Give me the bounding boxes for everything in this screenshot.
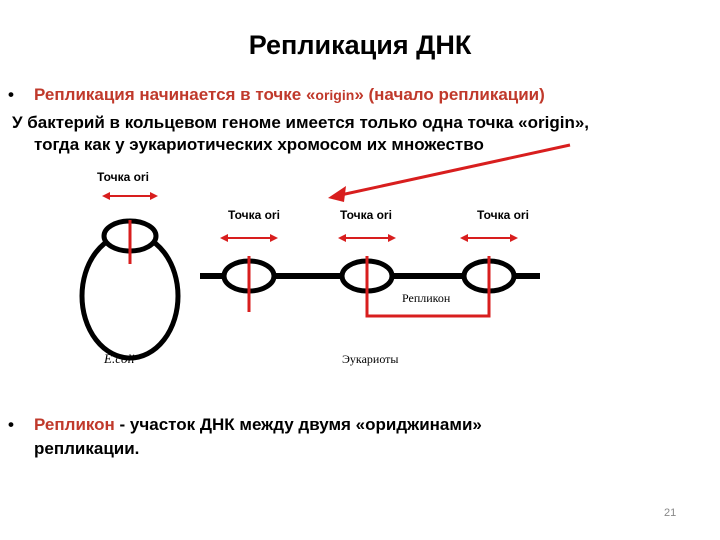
ori-label-3: Точка ori	[477, 208, 529, 222]
pointer-arrow	[328, 143, 571, 202]
bullet-replicon-text: Репликон - участок ДНК между двумя «орид…	[34, 414, 482, 436]
eukaryote-chromosome: Репликон Точка ori Точка ori Точка ori Э…	[200, 208, 540, 366]
ori-arrow	[460, 234, 518, 242]
ori-label-1: Точка ori	[228, 208, 280, 222]
ori-label-ecoli: Точка ori	[97, 170, 149, 184]
bullet-origin-red-text: Репликация начинается в точке «	[34, 85, 316, 104]
bullet-origin-text: Репликация начинается в точке «origin» (…	[34, 84, 545, 106]
paragraph-line-2: тогда как у эукариотических хромосом их …	[34, 135, 484, 154]
paragraph-genome: У бактерий в кольцевом геноме имеется то…	[12, 112, 702, 156]
bullet-replicon-line-2: репликации.	[34, 439, 140, 458]
bullet-replicon-line-1: - участок ДНК между двумя «ориджинами»	[114, 415, 482, 434]
replicon-bracket	[365, 256, 491, 318]
origin-word: origin	[315, 87, 355, 103]
ori-arrow	[220, 234, 278, 242]
ori-label-2: Точка ori	[340, 208, 392, 222]
eukaryotes-label: Эукариоты	[342, 352, 398, 366]
bullet-dot: •	[8, 85, 14, 104]
page-number: 21	[664, 507, 677, 519]
bullet-origin-red-text-2: » (начало репликации)	[354, 85, 545, 104]
bullet-dot: •	[8, 415, 14, 434]
ori-arrow	[338, 234, 396, 242]
paragraph-line-1: У бактерий в кольцевом геноме имеется то…	[12, 113, 590, 132]
ecoli-label: E.coli	[103, 351, 135, 366]
ecoli-genome: Точка ori E.coli	[79, 170, 181, 366]
slide-title: Репликация ДНК	[248, 30, 472, 60]
replicon-term: Репликон	[34, 415, 115, 434]
replicon-label: Репликон	[402, 291, 451, 305]
